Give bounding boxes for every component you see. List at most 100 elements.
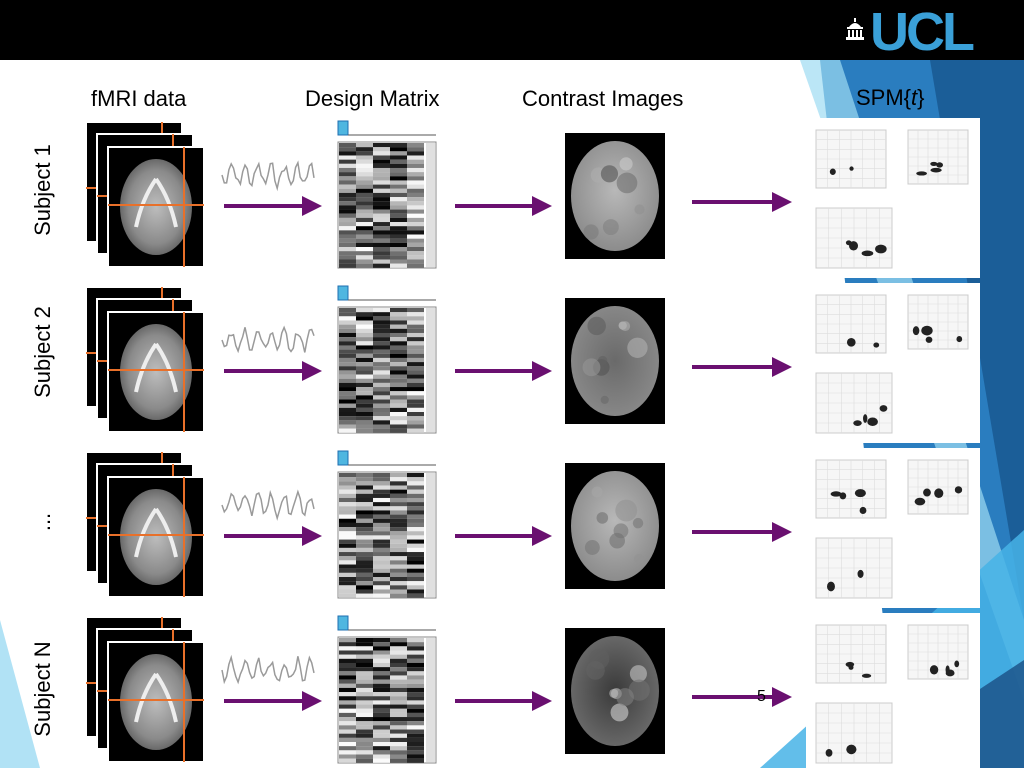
design-matrix-cell <box>390 209 407 214</box>
design-matrix-cell <box>407 345 424 350</box>
activation-blob <box>845 661 855 667</box>
design-matrix-cell <box>339 366 356 371</box>
design-matrix-cell <box>373 242 390 248</box>
design-matrix-cell <box>373 337 390 342</box>
design-matrix-cell <box>339 577 356 582</box>
design-matrix-cell <box>373 328 390 333</box>
design-matrix-cell <box>356 593 373 598</box>
design-matrix-cell <box>373 378 390 383</box>
design-matrix-cell <box>373 230 390 235</box>
design-matrix-cell <box>407 589 424 594</box>
design-matrix-cell <box>390 556 407 561</box>
design-matrix-cell <box>390 324 407 329</box>
design-matrix-cell <box>390 328 407 333</box>
design-matrix-cell <box>390 729 407 734</box>
design-matrix-cell <box>390 143 407 148</box>
design-matrix-cell <box>407 704 424 709</box>
design-matrix-cell <box>373 514 390 519</box>
activation-blob <box>867 417 878 426</box>
design-matrix-cell <box>356 395 373 400</box>
design-matrix-cell <box>390 675 407 680</box>
design-matrix-cell <box>407 263 424 268</box>
design-matrix-cell <box>339 242 356 248</box>
design-matrix-cell <box>407 481 424 486</box>
design-matrix-cell <box>356 230 373 235</box>
design-matrix-cell <box>373 255 390 260</box>
contrast-vector <box>337 285 349 301</box>
design-matrix-cell <box>390 531 407 536</box>
design-matrix-cell <box>356 750 373 755</box>
design-matrix-cell <box>356 308 373 313</box>
design-matrix-cell <box>356 416 373 421</box>
design-matrix-cell <box>407 217 424 223</box>
design-matrix-cell <box>356 700 373 705</box>
design-matrix-cell <box>356 209 373 214</box>
design-matrix-cell <box>407 485 424 490</box>
design-matrix-cell <box>407 510 424 515</box>
design-matrix-cell <box>373 201 390 206</box>
design-matrix-cell <box>373 184 390 189</box>
activation-blob <box>853 420 862 426</box>
design-matrix-cell <box>390 349 407 354</box>
design-matrix-cell <box>407 147 424 152</box>
design-matrix-cell <box>356 497 373 503</box>
design-matrix-cell <box>356 332 373 338</box>
design-matrix-cell <box>356 556 373 561</box>
design-matrix-cell <box>407 717 424 722</box>
design-matrix-cell <box>407 399 424 404</box>
design-matrix-cell <box>373 506 390 511</box>
design-matrix-cell <box>390 312 407 317</box>
design-matrix-cell <box>339 502 356 507</box>
design-matrix-cell <box>356 155 373 160</box>
design-matrix-cell <box>407 366 424 371</box>
design-matrix-cell <box>356 721 373 726</box>
design-matrix-cell <box>390 522 407 528</box>
design-matrix-cell <box>339 391 356 396</box>
design-matrix-cell <box>339 489 356 494</box>
design-matrix-cell <box>339 721 356 726</box>
design-matrix-cell <box>390 259 407 264</box>
design-matrix-cell <box>339 378 356 383</box>
design-matrix-cell <box>407 403 424 408</box>
design-matrix-cell <box>356 192 373 198</box>
design-matrix-cell <box>339 176 356 181</box>
design-matrix-cell <box>373 654 390 659</box>
design-matrix-cell <box>407 143 424 148</box>
design-matrix-cell <box>356 362 373 367</box>
design-matrix-cell <box>390 428 407 433</box>
design-matrix-cell <box>373 428 390 433</box>
design-matrix-cell <box>407 205 424 210</box>
design-matrix-cell <box>407 395 424 400</box>
design-matrix-cell <box>339 259 356 264</box>
design-matrix-cell <box>390 518 407 523</box>
contrast-blob <box>582 358 601 377</box>
activation-blob <box>912 326 920 336</box>
design-matrix-cell <box>390 395 407 400</box>
design-matrix-cell <box>373 729 390 734</box>
design-matrix-cell <box>390 692 407 697</box>
design-matrix-cell <box>390 222 407 227</box>
design-matrix-cell <box>339 234 356 239</box>
design-matrix-cell <box>407 493 424 498</box>
design-matrix-cell <box>339 662 356 668</box>
design-matrix-cell <box>356 217 373 223</box>
contrast-brain <box>571 306 659 416</box>
design-matrix-cell <box>356 502 373 507</box>
design-matrix-cell <box>356 514 373 519</box>
design-matrix-cell <box>356 725 373 730</box>
design-matrix-cell <box>373 725 390 730</box>
design-matrix-cell <box>339 547 356 553</box>
design-matrix-cell <box>373 172 390 177</box>
design-matrix-cell <box>356 683 373 688</box>
design-matrix-cell <box>407 222 424 227</box>
design-matrix-cell <box>356 737 373 743</box>
design-matrix-cell <box>373 758 390 763</box>
design-matrix-cell <box>390 226 407 231</box>
design-matrix-cell <box>373 407 390 413</box>
design-matrix-cell <box>356 407 373 413</box>
design-matrix-cell <box>390 201 407 206</box>
design-matrix-cell <box>390 370 407 375</box>
design-matrix-cell <box>407 234 424 239</box>
design-matrix-cell <box>407 391 424 396</box>
pipeline-row <box>85 118 980 278</box>
